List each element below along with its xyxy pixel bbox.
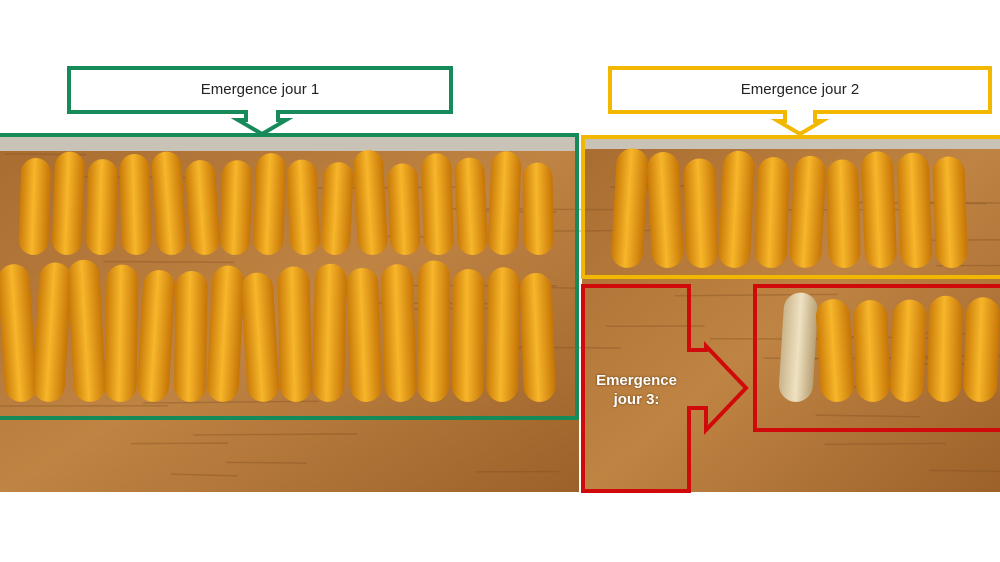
wood-grain-line: [193, 434, 357, 435]
corn-cob-day1: [381, 264, 417, 403]
corn-cob-day1: [488, 151, 522, 256]
day3-label-line2: jour 3:: [583, 390, 690, 409]
corn-cob-day2: [789, 155, 827, 269]
corn-cob-day1: [319, 161, 354, 255]
corn-cob-day1: [486, 267, 520, 402]
corn-cob-day1: [220, 160, 253, 256]
day1-label: Emergence jour 1: [69, 81, 451, 98]
day2-callout: [610, 68, 990, 134]
corn-cob-day1: [519, 272, 556, 402]
day3-label: Emergence jour 3:: [583, 371, 690, 409]
corn-cob-day1: [184, 159, 220, 256]
day1-callout: [69, 68, 451, 134]
corn-cob-day1: [312, 263, 347, 402]
day2-label: Emergence jour 2: [610, 81, 990, 98]
corn-cob-day2: [861, 151, 898, 269]
corn-cob-day1: [346, 267, 383, 402]
corn-cob-day1: [522, 162, 554, 255]
corn-cob-day2: [754, 157, 790, 269]
corn-cob-day1: [454, 157, 488, 256]
corn-cob-day3: [853, 299, 891, 402]
corn-cob-day2: [610, 148, 649, 269]
wood-grain-line: [929, 470, 999, 471]
corn-cob-day3: [778, 292, 819, 403]
corn-cob-day2: [646, 151, 684, 269]
corn-cob-day1: [417, 260, 450, 402]
corn-cob-day1: [352, 149, 388, 256]
corn-cob-day3: [889, 299, 927, 403]
corn-cob-day1: [253, 153, 287, 256]
corn-cob-day1: [286, 159, 320, 256]
day3-label-line1: Emergence: [583, 371, 690, 390]
corn-cob-day3: [963, 297, 1000, 403]
photo-floor-left: [0, 137, 579, 151]
corn-cob-day1: [86, 159, 118, 256]
corn-cob-day2: [896, 152, 932, 268]
wood-grain-line: [103, 262, 234, 263]
corn-cob-day1: [104, 264, 138, 402]
corn-cob-day1: [51, 151, 85, 255]
corn-cob-day2: [683, 158, 719, 269]
wood-grain-line: [226, 462, 307, 463]
corn-cob-day1: [174, 271, 208, 402]
corn-cob-day2: [932, 156, 968, 269]
corn-cob-day1: [421, 153, 454, 256]
corn-cob-day1: [452, 269, 485, 402]
corn-cob-day3: [927, 295, 963, 402]
corn-cob-day1: [119, 154, 152, 256]
corn-cob-day1: [387, 163, 421, 256]
corn-cob-day2: [826, 159, 861, 268]
corn-cob-day1: [18, 158, 51, 256]
corn-cob-day1: [277, 266, 312, 402]
corn-cob-day3: [815, 298, 855, 403]
corn-cob-day2: [718, 150, 756, 269]
wood-grain-line: [825, 443, 946, 444]
